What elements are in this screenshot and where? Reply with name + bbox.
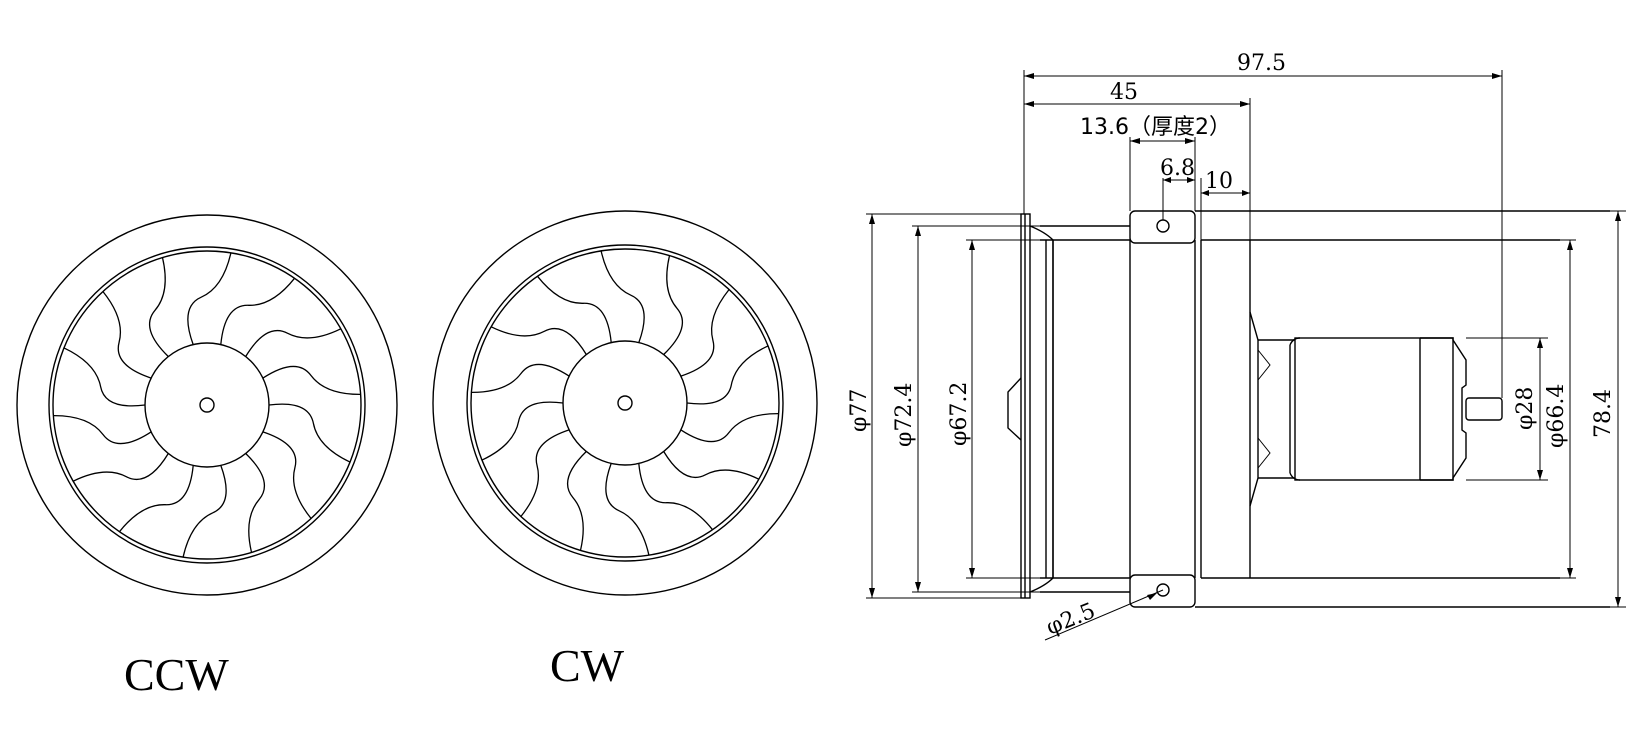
- fan-blade: [663, 255, 684, 355]
- mount-hole-bottom: [1156, 583, 1170, 597]
- dim-13-6: 13.6（厚度2）: [1080, 115, 1231, 140]
- fan-blade: [187, 252, 232, 345]
- outer-ring: [432, 210, 818, 596]
- ccw-label: CCW: [124, 649, 229, 700]
- dim-phi-72-4: φ72.4: [892, 383, 917, 447]
- inner-ring-outer: [48, 246, 366, 564]
- blade-group: [53, 252, 361, 558]
- dim-phi-77: φ77: [847, 389, 872, 432]
- fan-blade: [220, 277, 296, 345]
- fan-blade: [600, 250, 645, 343]
- fan-blade: [680, 412, 779, 443]
- dim-phi-66-4: φ66.4: [1544, 384, 1569, 448]
- hub: [562, 340, 688, 466]
- fan-blade: [520, 429, 570, 517]
- intake-bell: [1029, 225, 1054, 593]
- hub: [144, 342, 270, 468]
- fan-front-view-ccw: [16, 214, 398, 596]
- fan-blade: [118, 465, 194, 533]
- dimension-annotations: 97.5 45 13.6（厚度2） 6.8 10 φ77 φ72.4: [847, 51, 1626, 641]
- fan-blade: [245, 328, 342, 357]
- dim-phi-67-2: φ67.2: [947, 382, 972, 446]
- dim-6-8: 6.8: [1160, 156, 1195, 181]
- mount-lug-bottom: [1129, 574, 1196, 608]
- fan-blade: [490, 326, 587, 355]
- fan-blade: [72, 453, 169, 482]
- dim-10: 10: [1205, 169, 1233, 194]
- fan-blade: [638, 463, 714, 531]
- inner-ring-inner: [470, 248, 780, 558]
- fan-blade: [245, 453, 266, 553]
- stator-profile: [1249, 311, 1259, 507]
- fan-blade: [663, 451, 760, 480]
- fan-blade: [262, 431, 312, 519]
- fan-blade: [268, 403, 351, 463]
- fan-blade: [605, 463, 650, 556]
- fan-blade: [182, 465, 227, 558]
- fan-blade: [686, 345, 769, 405]
- motor-body: [1294, 337, 1454, 481]
- inner-ring-outer: [466, 244, 784, 562]
- hub-center-hole: [617, 395, 633, 411]
- fan-blade: [566, 451, 587, 551]
- fan-blade: [148, 257, 169, 357]
- inner-ring-inner: [52, 250, 362, 560]
- spinner: [1007, 377, 1022, 441]
- fan-blade: [680, 289, 730, 377]
- cw-label: CW: [550, 640, 625, 691]
- dim-97-5: 97.5: [1237, 51, 1286, 76]
- motor-end-cap: [1420, 337, 1467, 481]
- outer-ring: [16, 214, 398, 596]
- dim-phi-2-5: φ2.5: [1043, 599, 1099, 641]
- motor-shaft: [1465, 397, 1503, 421]
- fan-blade: [536, 275, 612, 343]
- hub-center-hole: [199, 397, 215, 413]
- fan-blade: [63, 347, 146, 407]
- fan-blade: [471, 363, 570, 394]
- fan-blade: [53, 414, 152, 445]
- fan-front-view-cw: [432, 210, 818, 596]
- fan-blade: [102, 291, 152, 379]
- fan-blade: [481, 401, 564, 461]
- mount-hole-top: [1156, 219, 1170, 233]
- dim-78-4: 78.4: [1591, 389, 1616, 438]
- blade-group: [471, 250, 779, 556]
- fan-blade: [262, 365, 361, 396]
- dim-45: 45: [1110, 80, 1138, 105]
- dim-phi-28: φ28: [1513, 387, 1538, 430]
